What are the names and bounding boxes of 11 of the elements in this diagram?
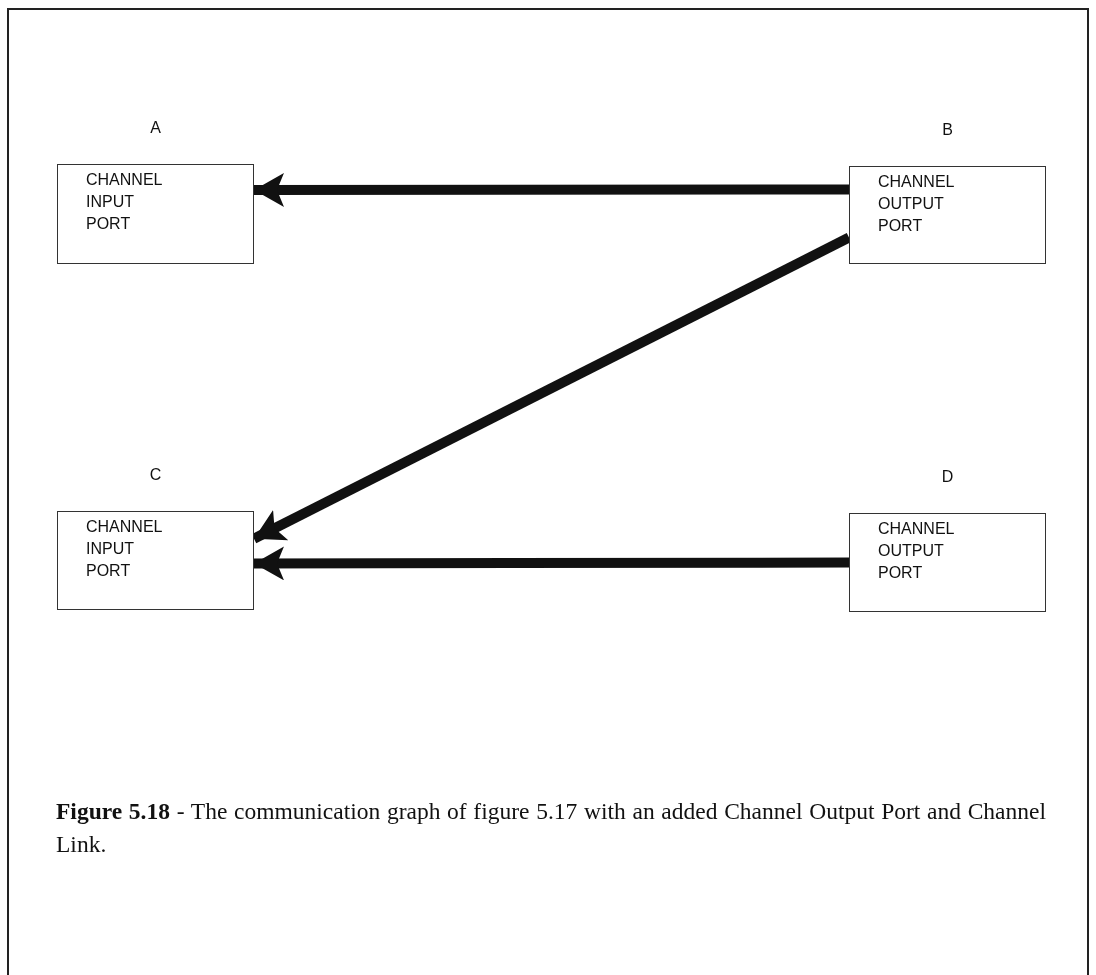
node-letter: B xyxy=(941,121,954,139)
port-label: CHANNEL INPUT PORT xyxy=(86,517,163,581)
port-label: CHANNEL OUTPUT PORT xyxy=(878,519,955,583)
port-label: CHANNEL OUTPUT PORT xyxy=(878,172,955,236)
port-label: CHANNEL INPUT PORT xyxy=(86,170,163,234)
arrow xyxy=(254,546,849,581)
node-letter: D xyxy=(940,468,955,486)
arrow xyxy=(254,173,849,207)
node-letter: C xyxy=(148,466,163,484)
node-letter: A xyxy=(149,119,162,137)
figure-caption: Figure 5.18 - The communication graph of figure 5.17 with an added Channel Output Port and Channel Link. xyxy=(56,797,1046,859)
